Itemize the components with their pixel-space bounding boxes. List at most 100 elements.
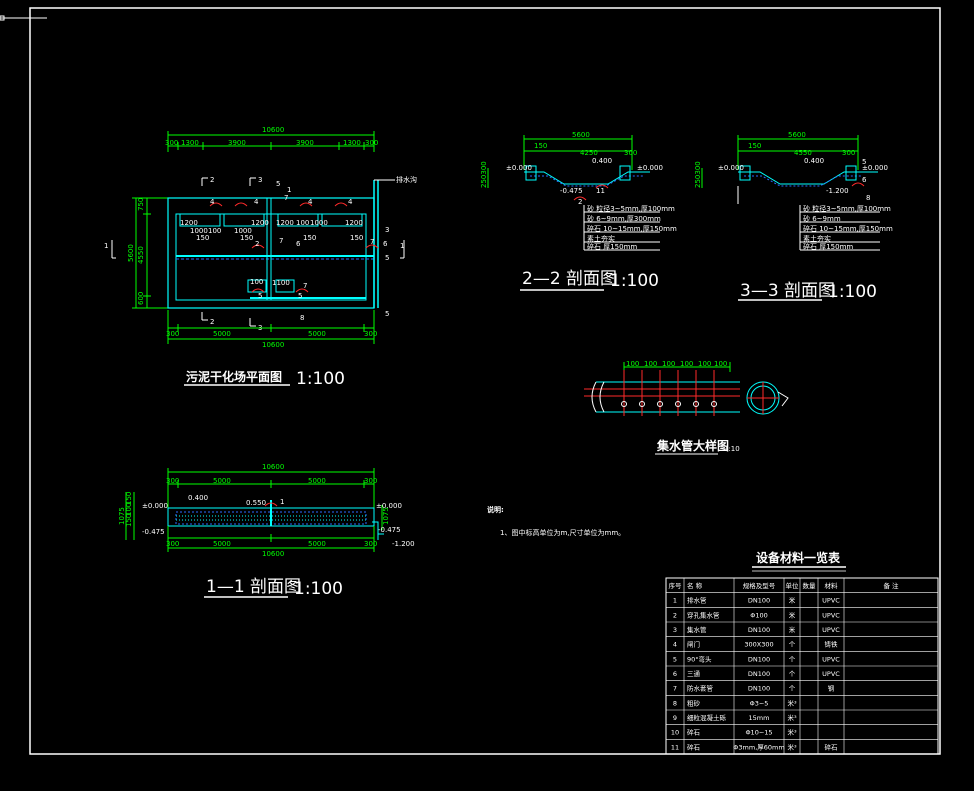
table-cell: 4	[673, 641, 677, 649]
svg-text:5000: 5000	[308, 540, 326, 548]
plan-dim-left-total: 5600	[127, 244, 135, 262]
svg-text:150: 150	[303, 234, 316, 242]
table-cell: 碎石	[825, 742, 839, 751]
table-cell: 碎石	[687, 742, 701, 751]
svg-text:5: 5	[258, 292, 262, 300]
section-3-3: 5600 150 4550 300 250300 ±0.000 0.400 ±0…	[694, 131, 893, 302]
svg-text:6: 6	[383, 240, 388, 248]
svg-text:300: 300	[166, 540, 179, 548]
table-cell: 细粒混凝土砾	[687, 713, 727, 722]
svg-text:8: 8	[866, 194, 870, 202]
table-cell: DN100	[748, 655, 770, 663]
pipe-dim-0: 100	[626, 360, 639, 368]
plan-dim-bottom-3: 300	[364, 330, 377, 338]
sec11-dim-top-1: 5000	[213, 477, 231, 485]
plan-dim-left-1: 4550	[137, 246, 145, 264]
plan-dim-total: 10600	[262, 126, 284, 134]
table-cell: 米	[789, 610, 796, 619]
plan-scale: 1:100	[296, 369, 345, 389]
svg-text:5: 5	[276, 180, 280, 188]
svg-text:碎石 10~15mm,厚150mm: 碎石 10~15mm,厚150mm	[803, 224, 893, 233]
sec33-dim-1: 150	[748, 142, 761, 150]
plan-dim-top-0: 300	[165, 139, 178, 147]
table-cell: 3	[673, 626, 677, 634]
table-cell: 个	[789, 641, 796, 649]
sec11-dim-left-2: 100	[125, 503, 133, 516]
svg-text:5: 5	[385, 310, 389, 318]
svg-text:8: 8	[300, 314, 304, 322]
svg-text:7: 7	[370, 238, 374, 246]
svg-text:11: 11	[596, 187, 605, 195]
table-cell: 防水套管	[687, 684, 714, 693]
sec22-note-2: 碎石 10~15mm,厚150mm	[587, 224, 677, 233]
plan-dim-bottom-2: 5000	[308, 330, 326, 338]
sec33-dim-2: 4550	[794, 149, 812, 157]
svg-text:3: 3	[385, 226, 389, 234]
table-cell: DN100	[748, 670, 770, 678]
sec33-dim-0: 5600	[788, 131, 806, 139]
notes: 说明: 1、图中标高单位为m,尺寸单位为mm。	[487, 505, 625, 537]
table-cell: 米	[789, 625, 796, 634]
plan-dim-top-3: 3900	[296, 139, 314, 147]
sec11-elev-3: -0.475	[142, 528, 165, 536]
table-cell: 8	[673, 699, 677, 707]
svg-text:2: 2	[578, 198, 582, 206]
plan-dim-top-1: 1300	[181, 139, 199, 147]
table-cell: 米³	[787, 742, 797, 751]
svg-text:4: 4	[308, 198, 313, 206]
table-cell: 7	[673, 685, 677, 693]
table-cell: Φ3mm,厚60mm	[733, 743, 784, 751]
svg-text:1200: 1200	[276, 219, 294, 227]
section-2-2: 5600 150 4250 300 250300 ±0.000 0.400 ±0…	[480, 131, 677, 291]
table-cell: 集水管	[687, 625, 707, 634]
sec22-elev-0: ±0.000	[506, 164, 532, 172]
table-header-cell: 序号	[669, 581, 683, 590]
table-cell: UPVC	[822, 670, 840, 678]
sec11-elev-4: ±0.000	[376, 502, 402, 510]
table-cell: 米³	[787, 713, 797, 722]
table-cell: 9	[673, 714, 677, 722]
plan-sec-mark-2: 2	[210, 176, 214, 184]
svg-text:100: 100	[250, 278, 263, 286]
svg-text:1: 1	[280, 498, 284, 506]
svg-text:4: 4	[348, 198, 353, 206]
table-cell: UPVC	[822, 611, 840, 619]
svg-text:5: 5	[862, 158, 866, 166]
svg-text:1: 1	[287, 186, 291, 194]
plan-title: 污泥干化场平面图	[186, 369, 282, 384]
table-header-cell: 材料	[825, 581, 839, 590]
table-cell: UPVC	[822, 655, 840, 663]
table-cell: 90°弯头	[687, 654, 712, 663]
sec11-elev-1: 0.400	[188, 494, 208, 502]
notes-item-1: 1、图中标高单位为m,尺寸单位为mm。	[500, 528, 625, 537]
plan-dim-top-4: 1300	[343, 139, 361, 147]
svg-text:7: 7	[284, 194, 288, 202]
svg-text:5: 5	[385, 254, 389, 262]
sec22-note-3: 素土夯实	[587, 234, 615, 243]
table-cell: 米³	[787, 728, 797, 737]
svg-text:1000: 1000	[310, 219, 328, 227]
svg-text:1: 1	[400, 242, 404, 250]
svg-text:1000: 1000	[234, 227, 252, 235]
sec33-elev-0: ±0.000	[718, 164, 744, 172]
drawing-frame	[29, 7, 941, 755]
table-cell: 碎石	[687, 728, 701, 737]
svg-text:素土夯实: 素土夯实	[803, 234, 831, 243]
sec33-elev-3: -1.200	[826, 187, 849, 195]
sec22-dim-1: 150	[534, 142, 547, 150]
sec33-elev-1: 0.400	[804, 157, 824, 165]
svg-text:1100: 1100	[272, 279, 290, 287]
sec22-elev-1: 0.400	[592, 157, 612, 165]
pipe-title: 集水管大样图	[656, 438, 729, 453]
sec11-elev-2: 0.550	[246, 499, 266, 507]
table-cell: DN100	[748, 597, 770, 605]
sec11-dim-top-0: 300	[166, 477, 179, 485]
svg-text:6: 6	[296, 240, 301, 248]
table-cell: 三通	[687, 669, 701, 678]
sec33-elev-2: ±0.000	[862, 164, 888, 172]
table-cell: 1	[673, 597, 677, 605]
svg-text:7: 7	[303, 282, 307, 290]
table-cell: 15mm	[749, 714, 770, 722]
plan-dim-top-5: 300	[365, 139, 378, 147]
